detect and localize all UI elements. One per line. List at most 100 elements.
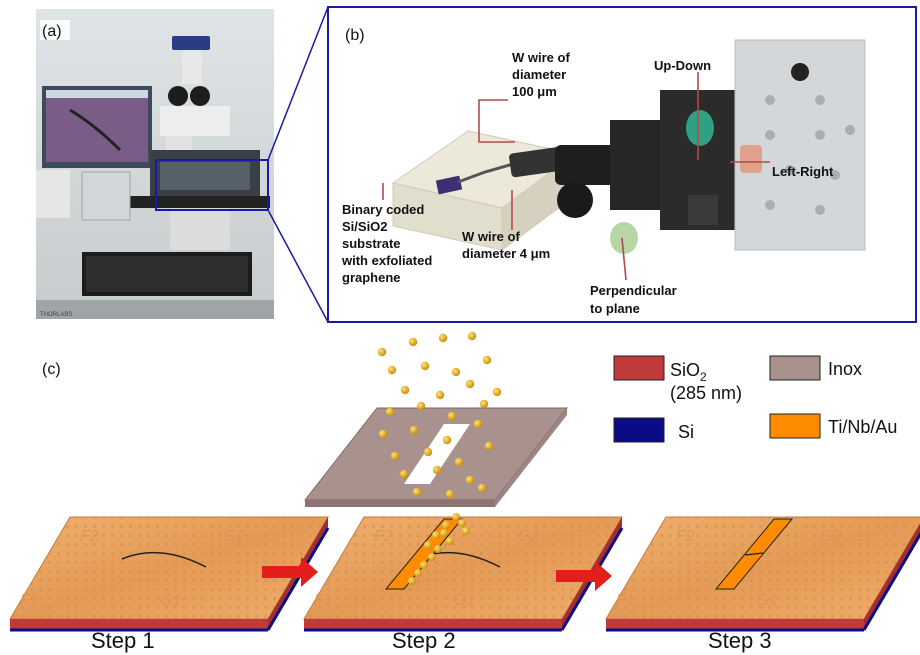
- legend-label-inox: Inox: [828, 359, 862, 379]
- zoom-region: [155, 159, 269, 211]
- shadow-mask: [303, 407, 569, 507]
- legend-label-sio2-subscript: 2: [700, 370, 707, 384]
- label-substrate-line5: graphene: [342, 270, 401, 285]
- gold-particle: [467, 331, 477, 341]
- label-wire4-line2: diameter 4 μm: [462, 246, 550, 261]
- label-substrate-line3: substrate: [342, 236, 401, 251]
- chip-mark: G1: [160, 592, 181, 609]
- gold-particle: [409, 425, 419, 435]
- chip-dot-pattern: [304, 517, 622, 619]
- gold-particle: [387, 365, 397, 375]
- label-wire100-line1: W wire of: [512, 50, 570, 65]
- gold-particle: [408, 337, 418, 347]
- gold-particle: [438, 333, 448, 343]
- mask-slit: [404, 424, 470, 484]
- svg-text:SiO2: SiO2: [670, 360, 707, 384]
- gold-particle: [416, 401, 426, 411]
- deposited-gold-particle: [414, 569, 422, 577]
- deposited-gold-particle: [458, 519, 466, 527]
- chip-dot-pattern: [606, 517, 920, 619]
- knob-perpendicular: [610, 222, 638, 254]
- deposited-gold-particle: [420, 561, 428, 569]
- legend-swatch-si: [613, 417, 665, 443]
- gold-particle: [473, 419, 483, 429]
- panel-c-tag: (c): [42, 361, 61, 378]
- annotation-arrows: [382, 72, 770, 281]
- legend-swatch-inox: [769, 355, 821, 381]
- strip-gap: [744, 552, 764, 556]
- gold-particle: [451, 367, 461, 377]
- deposited-gold-particle: [408, 577, 416, 585]
- panel-b-tag: (b): [345, 27, 365, 44]
- gold-particle: [479, 399, 489, 409]
- label-perp-line2: to plane: [590, 301, 640, 316]
- zoom-line-top: [267, 6, 329, 161]
- gold-particle: [423, 447, 433, 457]
- chip-sio2-side: [606, 619, 864, 629]
- monitor-screen: [46, 90, 148, 162]
- chip-mark: F2: [374, 528, 393, 545]
- gold-particle: [484, 441, 494, 451]
- label-leftright: Left-Right: [772, 164, 834, 179]
- gold-particle: [442, 435, 452, 445]
- deposited-gold-particle: [462, 527, 470, 535]
- svg-text:THORLABS: THORLABS: [40, 312, 72, 318]
- knob-leftright: [740, 145, 762, 173]
- legend-label-metal: Ti/Nb/Au: [828, 417, 897, 437]
- legend-label-si: Si: [678, 422, 694, 442]
- label-perp-line1: Perpendicular: [590, 283, 677, 298]
- chip-mark: F2: [80, 528, 99, 545]
- gold-particle: [412, 487, 422, 497]
- microscope: [120, 36, 270, 250]
- deposited-gold-particle: [424, 541, 432, 549]
- gold-particle: [465, 379, 475, 389]
- chip-sio2-right: [864, 523, 920, 629]
- legend: SiO2 (285 nm) Inox Si Ti/Nb/Au: [613, 355, 897, 443]
- chip-dot-pattern: [10, 517, 328, 619]
- chip-si-edge-right: [266, 527, 330, 631]
- micromanipulator: [555, 39, 866, 254]
- step-label-3: Step 3: [708, 628, 772, 653]
- deposited-gold-particle: [442, 521, 450, 529]
- deposited-gold-particle: [446, 537, 454, 545]
- gold-particle: [385, 407, 395, 417]
- label-substrate-line1: Binary coded: [342, 202, 424, 217]
- gold-particle: [420, 361, 430, 371]
- gold-particle: [445, 489, 455, 499]
- step-label-2: Step 2: [392, 628, 456, 653]
- chip-mark: G2: [224, 528, 245, 545]
- panel-b: (b): [327, 6, 917, 323]
- chip-mark: G2: [518, 528, 539, 545]
- chip-sio2-side: [10, 619, 268, 629]
- label-wire4-line1: W wire of: [462, 229, 520, 244]
- legend-label-sio2: SiO: [670, 360, 700, 380]
- zoom-line-bottom: [267, 209, 329, 323]
- chip-mark: G1: [454, 592, 475, 609]
- gold-particle: [390, 451, 400, 461]
- gold-particle: [454, 457, 464, 467]
- gold-particle: [447, 411, 457, 421]
- gold-particle: [399, 469, 409, 479]
- panel-a: THORLABS (a): [36, 9, 274, 319]
- chip-mark: F1: [20, 592, 39, 609]
- legend-label-sio2-thickness: (285 nm): [670, 383, 742, 403]
- deposited-gold-particle: [452, 513, 460, 521]
- gold-particle: [432, 465, 442, 475]
- panel-a-tag: (a): [42, 23, 62, 40]
- legend-swatch-metal: [769, 413, 821, 439]
- gold-particle: [465, 475, 475, 485]
- chip-sio2-side: [304, 619, 562, 629]
- label-wire100-line3: 100 μm: [512, 84, 557, 99]
- chip-mark: F1: [616, 592, 635, 609]
- deposited-gold-particle: [434, 545, 442, 553]
- chip-si-edge-right: [862, 531, 920, 631]
- deposited-gold-particle: [440, 529, 448, 537]
- graphene-flake: [121, 551, 207, 568]
- legend-swatch-sio2: [613, 355, 665, 381]
- chip-mark: F2: [676, 528, 695, 545]
- gold-particle: [492, 387, 502, 397]
